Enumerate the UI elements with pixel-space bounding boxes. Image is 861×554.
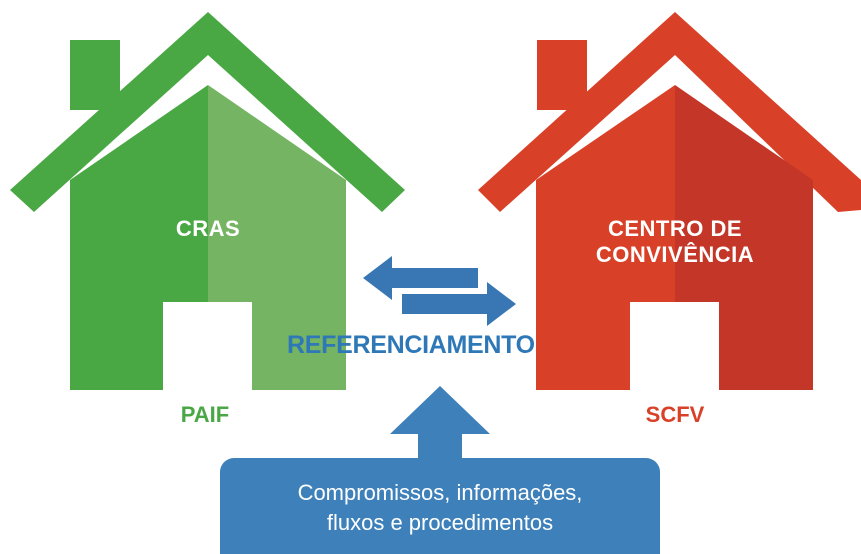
arrow-left-icon (363, 256, 478, 300)
cras-house (10, 12, 405, 390)
centro-convivencia-title: CENTRO DE CONVIVÊNCIA (570, 216, 780, 268)
arrow-up-icon (390, 386, 490, 470)
cras-title: CRAS (175, 216, 241, 241)
centro-door (630, 302, 719, 390)
cras-door (163, 302, 252, 390)
referenciamento-label: REFERENCIAMENTO (287, 331, 535, 359)
centro-title-line2: CONVIVÊNCIA (595, 242, 755, 267)
info-box-line2: fluxos e procedimentos (326, 510, 554, 535)
centro-convivencia-house (478, 12, 861, 390)
paif-label: PAIF (180, 402, 230, 427)
scfv-label: SCFV (645, 402, 705, 427)
arrow-right-icon (402, 282, 516, 326)
bidirectional-arrows (363, 256, 516, 326)
centro-chimney (537, 40, 587, 110)
info-box-line1: Compromissos, informações, (297, 480, 583, 505)
cras-chimney (70, 40, 120, 110)
centro-roof (478, 12, 861, 212)
centro-title-line1: CENTRO DE (607, 216, 743, 241)
cras-roof (10, 12, 405, 212)
info-box: Compromissos, informações, fluxos e proc… (220, 458, 660, 554)
